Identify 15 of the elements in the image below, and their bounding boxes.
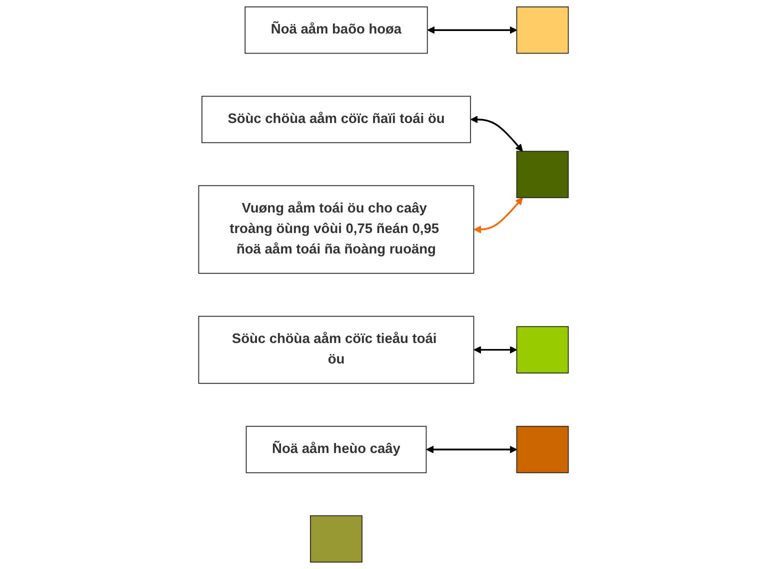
arrow [470, 116, 523, 152]
node-box: Ñoä aåm baõo hoøa [244, 6, 428, 54]
arrow [427, 26, 518, 34]
node-box: Vuøng aåm toái öu cho caây troàng öùng vôùi 0,75 ñeán 0,95 ñoä aåm toái ña ñoàng ruoäng [198, 185, 474, 274]
node-box [516, 6, 569, 54]
node-box: Söùc chöùa aåm cöïc tieåu toái öu [198, 316, 474, 384]
node-box [516, 150, 569, 198]
node-box [310, 515, 362, 563]
arrow [426, 446, 518, 454]
arrow [474, 197, 523, 234]
arrow [474, 346, 518, 354]
node-box [516, 426, 569, 474]
node-box: Söùc chöùa aåm cöïc ñaïi toái öu [202, 96, 471, 144]
node-box [516, 326, 569, 374]
node-box: Ñoä aåm heùo caây [246, 426, 427, 474]
